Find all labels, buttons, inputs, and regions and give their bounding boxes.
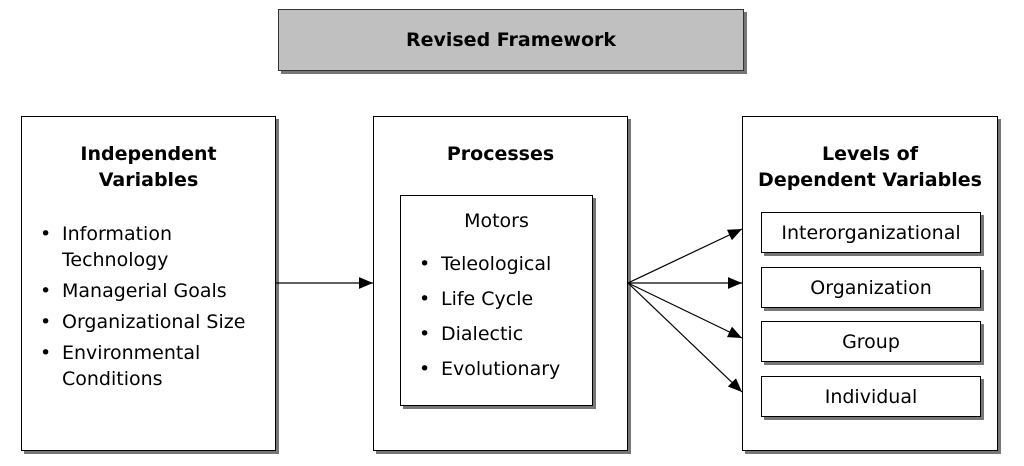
level-label: Group — [842, 330, 900, 353]
independent-variables-box: Independent Variables Information Techno… — [21, 116, 276, 451]
level-group-box: Group — [761, 321, 981, 362]
diagram-title-text: Revised Framework — [405, 29, 617, 51]
list-item: Evolutionary — [419, 352, 560, 387]
level-label: Interorganizational — [781, 221, 961, 244]
level-interorganizational-box: Interorganizational — [761, 212, 981, 253]
level-label: Organization — [810, 276, 932, 299]
dependent-heading-line2: Dependent Variables — [758, 169, 982, 191]
level-label: Individual — [824, 385, 918, 408]
arrow-to-individual — [627, 282, 743, 393]
list-item: Environmental Conditions — [40, 340, 270, 392]
independent-variables-heading: Independent Variables — [22, 141, 275, 193]
independent-heading-line2: Variables — [98, 169, 199, 191]
list-item: Managerial Goals — [40, 278, 270, 304]
motors-list: Teleological Life Cycle Dialectic Evolut… — [419, 247, 560, 387]
list-item: Life Cycle — [419, 282, 560, 317]
motors-box: Motors Teleological Life Cycle Dialectic… — [400, 195, 593, 406]
independent-heading-line1: Independent — [80, 143, 217, 165]
motors-label: Motors — [464, 210, 529, 232]
processes-heading: Processes — [446, 143, 555, 165]
list-item: Organizational Size — [40, 309, 270, 335]
list-item: Information Technology — [40, 221, 270, 273]
arrow-to-interorganizational — [627, 228, 743, 284]
arrow-to-group — [627, 282, 743, 339]
independent-variables-list: Information Technology Managerial Goals … — [40, 221, 270, 397]
dependent-variables-heading: Levels of Dependent Variables — [743, 141, 997, 193]
level-individual-box: Individual — [761, 376, 981, 417]
list-item: Dialectic — [419, 317, 560, 352]
level-organization-box: Organization — [761, 267, 981, 308]
dependent-heading-line1: Levels of — [821, 143, 919, 165]
list-item: Teleological — [419, 247, 560, 282]
diagram-title: Revised Framework — [278, 9, 744, 71]
